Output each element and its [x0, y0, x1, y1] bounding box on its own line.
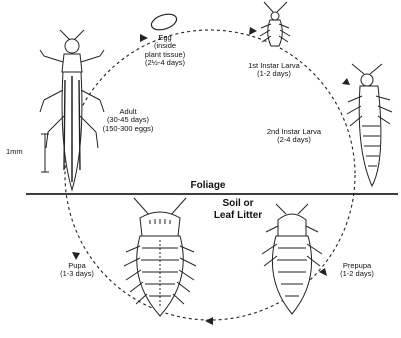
arrow-to-pupa	[205, 317, 213, 325]
scale-label: 1mm	[6, 148, 38, 156]
adult-label-eggs: (150-300 eggs)	[92, 125, 164, 133]
soil-label-line-1: Soil or	[204, 198, 272, 210]
larva2-drawing	[347, 64, 392, 186]
prepupa-label: Prepupa (1-2 days)	[330, 262, 384, 279]
egg-label-duration: (2½-4 days)	[135, 59, 195, 67]
pupa-label-duration: (1-3 days)	[50, 270, 104, 278]
arrow-to-larva2	[342, 78, 350, 85]
larva1-label-duration: (1-2 days)	[238, 70, 310, 78]
larva1-label: 1st Instar Larva (1-2 days)	[238, 62, 310, 79]
foliage-label: Foliage	[180, 180, 236, 191]
larva2-label-duration: (2-4 days)	[254, 136, 334, 144]
lifecycle-circle	[65, 30, 355, 320]
pupa-drawing	[124, 198, 196, 316]
larva2-label: 2nd Instar Larva (2-4 days)	[254, 128, 334, 145]
scale-bar	[41, 134, 49, 172]
egg-label: Egg (inside plant tissue) (2½-4 days)	[135, 34, 195, 68]
pupa-label: Pupa (1-3 days)	[50, 262, 104, 279]
soil-label: Soil or Leaf Litter	[204, 198, 272, 222]
arrow-to-larva1	[249, 27, 257, 35]
arrow-to-adult	[72, 252, 80, 260]
larva1-drawing	[260, 2, 290, 46]
soil-label-line-2: Leaf Litter	[204, 210, 272, 222]
egg-drawing	[149, 11, 178, 32]
adult-label: Adult (30-45 days) (150-300 eggs)	[92, 108, 164, 133]
prepupa-label-duration: (1-2 days)	[330, 270, 384, 278]
